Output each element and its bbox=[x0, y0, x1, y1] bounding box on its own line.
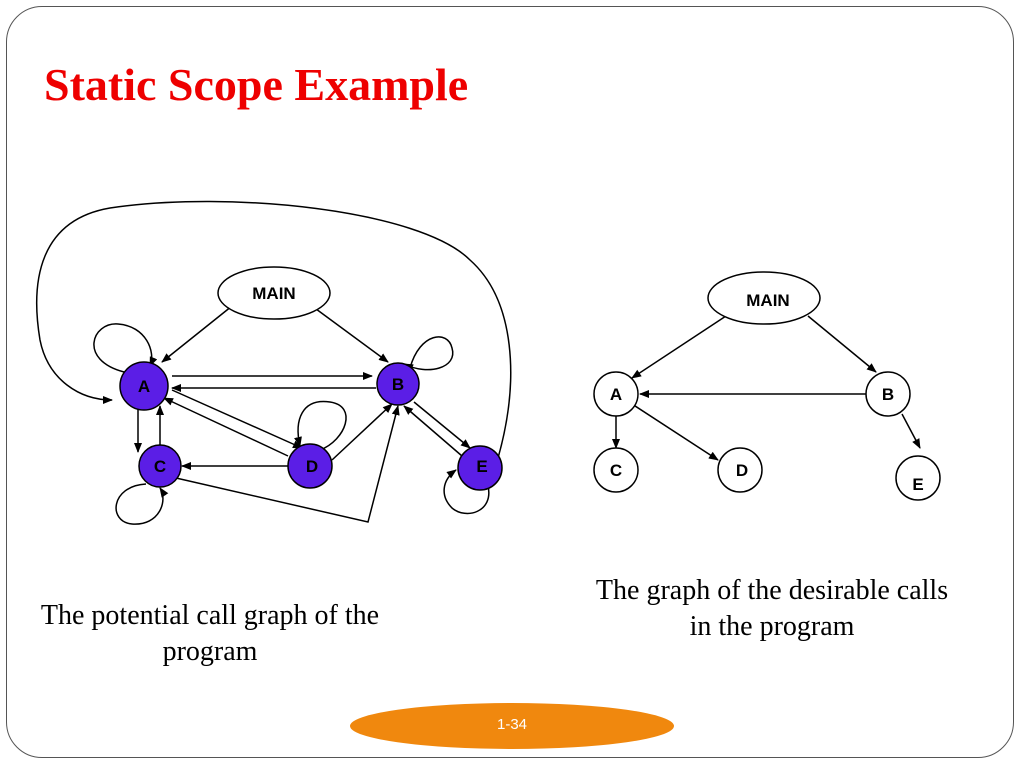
edge-b-to-e bbox=[413, 401, 471, 449]
left-node-d-label: D bbox=[306, 457, 318, 476]
right-node-main: MAIN bbox=[707, 271, 821, 325]
right-node-a-label: A bbox=[610, 385, 622, 404]
right-node-d-label: D bbox=[736, 461, 748, 480]
left-node-a: A bbox=[119, 361, 169, 411]
edge-e-to-b bbox=[403, 405, 463, 457]
left-node-e: E bbox=[457, 445, 503, 491]
edge-e-to-a-loop bbox=[35, 200, 512, 459]
edge-d-to-b bbox=[331, 403, 393, 461]
left-node-main: MAIN bbox=[217, 266, 331, 320]
left-node-e-label: E bbox=[476, 457, 487, 476]
left-node-b: B bbox=[376, 362, 420, 406]
right-node-main-label: MAIN bbox=[746, 291, 789, 310]
left-node-c-label: C bbox=[154, 457, 166, 476]
r-edge-main-to-a bbox=[631, 315, 727, 379]
left-node-b-label: B bbox=[392, 375, 404, 394]
right-node-a: A bbox=[593, 371, 639, 417]
left-node-c: C bbox=[138, 444, 182, 488]
r-edge-main-to-b bbox=[807, 315, 877, 373]
self-loop-b bbox=[403, 336, 454, 372]
right-node-c: C bbox=[593, 447, 639, 493]
page-number: 1-34 bbox=[496, 716, 528, 733]
self-loop-a bbox=[93, 323, 158, 373]
right-node-e: E bbox=[895, 455, 941, 501]
right-node-e-label: E bbox=[912, 475, 923, 494]
r-edge-a-to-d bbox=[631, 403, 719, 461]
left-node-main-label: MAIN bbox=[252, 284, 295, 303]
edge-a-to-d bbox=[171, 389, 303, 449]
self-loop-e bbox=[443, 469, 490, 515]
left-node-d: D bbox=[287, 443, 333, 489]
edge-c-to-b bbox=[175, 405, 400, 523]
right-node-c-label: C bbox=[610, 461, 622, 480]
edge-main-to-a bbox=[161, 305, 233, 363]
right-node-d: D bbox=[717, 447, 763, 493]
right-call-graph: MAIN A B C D E bbox=[593, 271, 941, 501]
edge-main-to-b bbox=[311, 305, 389, 363]
r-edge-b-to-e bbox=[901, 413, 921, 449]
right-node-b: B bbox=[865, 371, 911, 417]
slide-title: Static Scope Example bbox=[44, 59, 469, 110]
left-node-a-label: A bbox=[138, 377, 150, 396]
edge-d-to-a bbox=[163, 397, 289, 457]
page-number-badge bbox=[350, 703, 674, 749]
right-node-b-label: B bbox=[882, 385, 894, 404]
right-graph-caption: The graph of the desirable calls in the … bbox=[595, 575, 949, 642]
self-loop-d bbox=[294, 400, 347, 451]
self-loop-c bbox=[115, 483, 169, 525]
left-call-graph: MAIN A B C D E bbox=[35, 200, 512, 525]
left-graph-caption: The potential call graph of the program bbox=[40, 600, 380, 667]
slide-frame bbox=[6, 6, 1014, 758]
